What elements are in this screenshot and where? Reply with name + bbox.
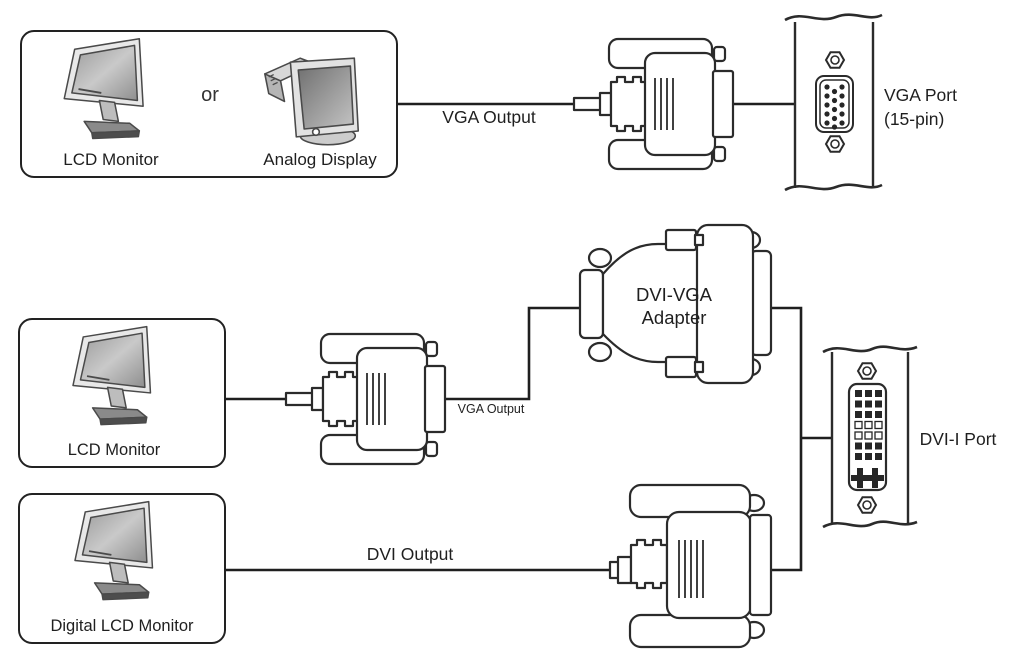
- lcd-monitor-label: LCD Monitor: [67, 441, 161, 459]
- dvi-connector-icon: [608, 483, 773, 649]
- analog-display-label: Analog Display: [263, 150, 377, 169]
- vga-port-label: VGA Port: [884, 85, 957, 105]
- dvi-port-label: DVI-I Port: [919, 429, 997, 449]
- vga-port-pin-label: (15-pin): [884, 109, 945, 129]
- connection-wires: [226, 102, 832, 572]
- crt-monitor-icon: [264, 57, 360, 146]
- lcd-monitor-icon: [72, 325, 152, 426]
- lcd-monitor-icon: [63, 37, 144, 140]
- vga-output-label: VGA Output: [442, 107, 536, 127]
- vga-output-small-label: VGA Output: [457, 402, 525, 416]
- dvi-output-label: DVI Output: [366, 544, 454, 564]
- or-label: or: [201, 84, 219, 106]
- dvi-port-icon: [822, 345, 918, 529]
- lcd-monitor-label: LCD Monitor: [63, 150, 159, 169]
- digital-lcd-monitor-label: Digital LCD Monitor: [50, 617, 194, 635]
- adapter-label-line2: Adapter: [641, 307, 707, 328]
- lcd-monitor-icon: [74, 500, 154, 601]
- adapter-label-line1: DVI-VGA: [635, 284, 713, 305]
- vga-connector-icon: [284, 332, 447, 466]
- dvi-vga-adapter-icon: [578, 223, 773, 385]
- vga-connector-icon: [572, 37, 735, 171]
- vga-port-icon: [784, 13, 883, 192]
